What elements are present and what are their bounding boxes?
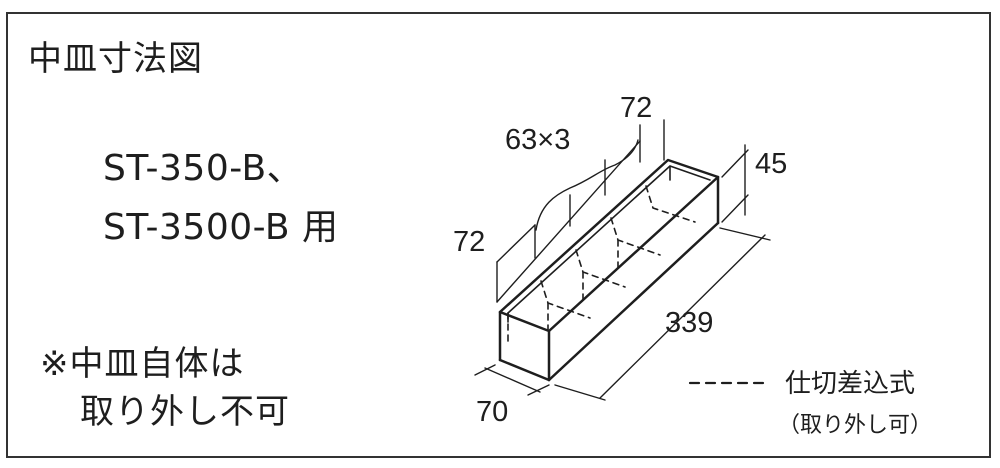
tray-outline [498, 158, 720, 382]
divider-lines [507, 185, 696, 346]
diagram-title: 中皿寸法図 [28, 39, 203, 79]
model-line-1: ST-350-B、 [103, 148, 304, 189]
diagram-frame [6, 12, 991, 458]
legend-sublabel: （取り外し可） [778, 413, 932, 438]
note-line-2: 取り外し不可 [80, 392, 290, 432]
dimension-lines [474, 119, 771, 401]
dim-top-72: 72 [620, 92, 652, 124]
dim-length-339: 339 [665, 307, 713, 339]
legend-label: 仕切差込式 [785, 369, 915, 399]
dim-height-45: 45 [755, 148, 787, 180]
dim-pitch-63x3: 63×3 [505, 124, 570, 156]
note-line-1: ※中皿自体は [40, 344, 245, 384]
dim-inner-72: 72 [453, 226, 485, 258]
dim-width-70: 70 [476, 396, 508, 428]
model-line-2: ST-3500-B 用 [103, 207, 339, 248]
